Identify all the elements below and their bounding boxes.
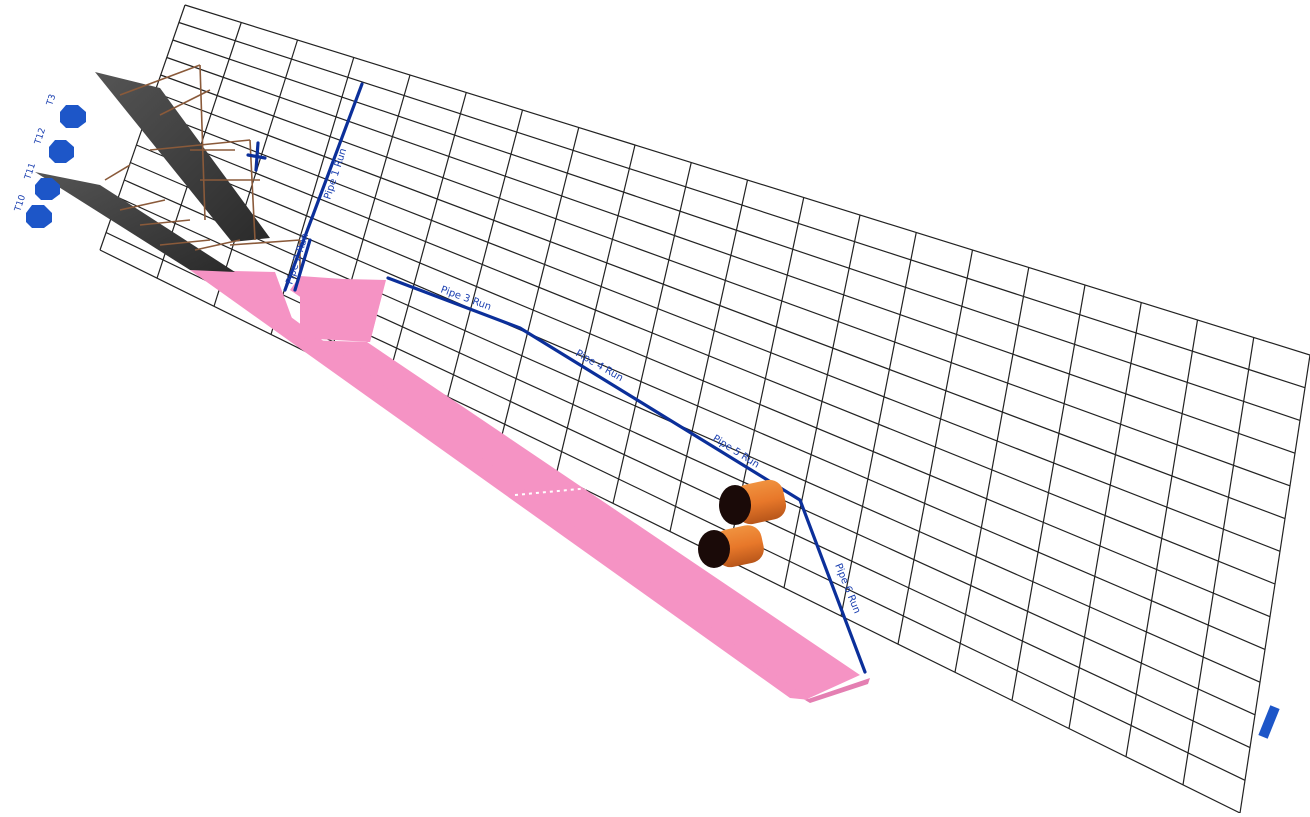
grid-line xyxy=(136,144,1271,618)
axis-marker-label: T10 xyxy=(13,193,28,213)
grid-line xyxy=(142,126,1276,585)
slab-raised-block xyxy=(300,278,386,342)
slab-gap-marks xyxy=(514,487,591,496)
riser-branch xyxy=(293,238,312,292)
blue-octagon-marker-icon xyxy=(49,140,74,163)
blue-octagon-marker-icon xyxy=(35,178,60,200)
grid-line xyxy=(178,21,1306,389)
axis-marker-t3[interactable]: T3 xyxy=(45,93,86,128)
axis-marker-t12[interactable]: T12 xyxy=(33,127,74,163)
axis-marker-label: T3 xyxy=(45,93,58,108)
axis-marker-label: T11 xyxy=(23,162,38,182)
pipe-label-5: Pipe 5 Run xyxy=(710,433,761,470)
grid-line xyxy=(184,4,1310,356)
grid-line xyxy=(99,249,1241,814)
tank-upper-opening xyxy=(719,485,751,525)
section-marker-icon[interactable] xyxy=(1258,705,1280,739)
pipe-label-6: Pipe 6 Run xyxy=(832,562,862,615)
floor-grid xyxy=(99,4,1310,814)
roof-panel-lower xyxy=(35,172,235,272)
tank-upper[interactable] xyxy=(719,477,789,527)
blue-octagon-marker-icon xyxy=(60,105,86,128)
grid-line xyxy=(124,179,1261,683)
grid-line xyxy=(154,91,1286,520)
axis-marker-label: T12 xyxy=(33,127,48,147)
slab-left-band xyxy=(190,270,810,700)
grid-line xyxy=(166,56,1296,454)
grid-line xyxy=(148,109,1281,552)
grid-line xyxy=(130,161,1266,650)
tank-lower-opening xyxy=(698,530,730,568)
roof-panel-upper xyxy=(95,72,270,242)
pipe-riser[interactable] xyxy=(246,82,364,292)
axis-markers[interactable]: T10 T11 T12 T3 xyxy=(13,93,86,228)
axis-marker-t11[interactable]: T11 xyxy=(23,162,60,200)
grid-line xyxy=(172,39,1301,421)
floor-slab[interactable] xyxy=(190,270,870,703)
roof-panels[interactable] xyxy=(35,72,270,272)
pipe-label-1: Pipe 1 Run xyxy=(322,147,349,201)
grid-line xyxy=(160,74,1291,487)
riser-cap-stem xyxy=(254,141,260,172)
tank-lower[interactable] xyxy=(698,523,766,570)
pipe-network[interactable] xyxy=(386,276,867,674)
blue-octagon-marker-icon xyxy=(26,205,52,228)
slab-end-edge xyxy=(805,678,870,703)
riser-pipe xyxy=(283,82,364,292)
main-pipe-run xyxy=(386,276,867,674)
